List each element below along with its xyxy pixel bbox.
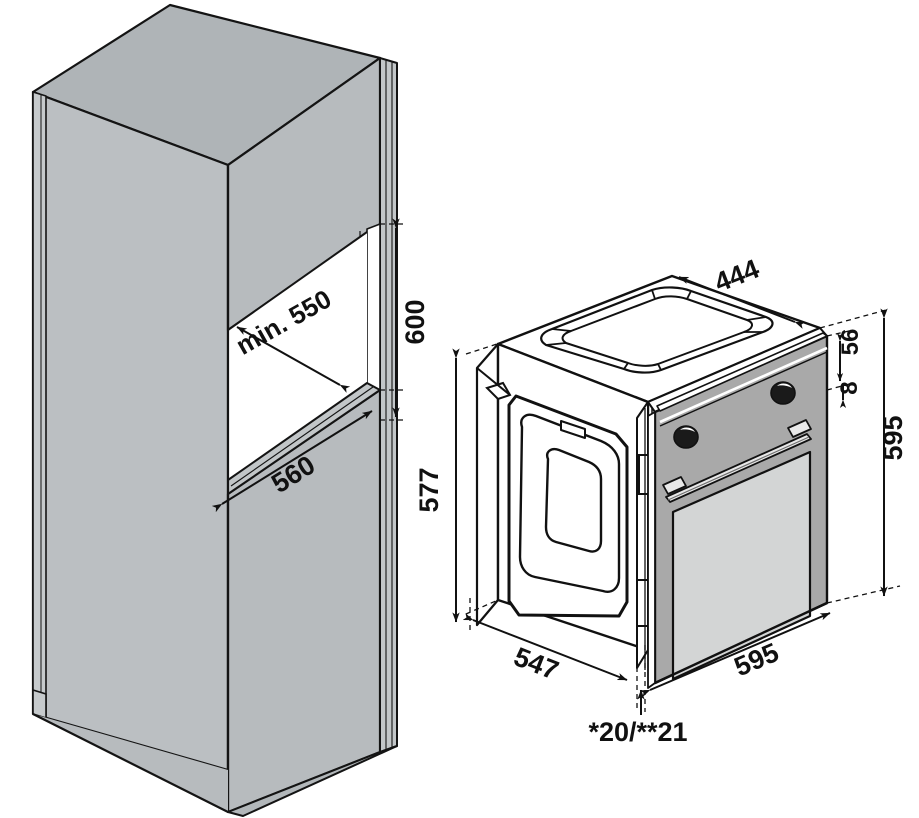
oven-door-handle[interactable] bbox=[662, 419, 812, 503]
cabinet-right-stile bbox=[379, 57, 398, 753]
dimension-oven-body-577: 577 bbox=[414, 343, 499, 623]
dim-label-8: 8 bbox=[836, 381, 863, 394]
oven-door-left-edge bbox=[647, 411, 656, 689]
ext-line-oven-trim-low bbox=[826, 382, 854, 391]
dim-line-547 bbox=[462, 613, 628, 681]
oven-top-recess-rib-7 bbox=[623, 362, 629, 370]
dim-label-56: 56 bbox=[837, 329, 864, 356]
oven-top-recess-rib-1 bbox=[551, 328, 572, 332]
dimension-oven-height-595: 595 bbox=[878, 308, 908, 597]
knob-left-highlight bbox=[680, 427, 695, 432]
dim-line-595-width bbox=[639, 612, 831, 698]
dim-label-577: 577 bbox=[414, 467, 444, 512]
handle-mount-right bbox=[787, 419, 812, 438]
oven-back-plate-inner bbox=[544, 447, 603, 553]
dimension-oven-door-projection: *20/**21 bbox=[588, 640, 688, 747]
ext-line-577-bottom bbox=[465, 599, 499, 615]
handle-bar-shade bbox=[667, 436, 810, 501]
dimension-oven-trim-8: 8 bbox=[836, 381, 863, 408]
knob-right-highlight bbox=[777, 383, 792, 388]
oven-control-knob-left[interactable] bbox=[673, 425, 699, 449]
dim-label-595-height: 595 bbox=[878, 415, 908, 460]
oven-hinge-block-lower bbox=[636, 579, 649, 627]
cabinet-left-side-panel bbox=[31, 90, 230, 772]
dim-line-444 bbox=[678, 276, 806, 329]
cabinet-bottom-right-face bbox=[227, 745, 398, 817]
dim-label-door-projection: *20/**21 bbox=[588, 717, 687, 747]
oven-left-bracket-edge bbox=[476, 367, 511, 396]
oven-control-knob-right[interactable] bbox=[770, 381, 796, 405]
ext-line-577-top bbox=[465, 343, 498, 355]
dim-line-560 bbox=[211, 410, 373, 513]
handle-mount-left bbox=[662, 476, 687, 495]
cabinet-housing-unit bbox=[31, 3, 398, 817]
dimension-niche-height-600: 600 bbox=[380, 218, 430, 421]
dimension-oven-trim-56: 56 bbox=[836, 329, 864, 382]
oven-top-recess-rib-6 bbox=[657, 363, 662, 371]
oven-front-bezel-line-dark bbox=[659, 351, 828, 427]
ext-line-oven-top-right bbox=[819, 309, 887, 329]
oven-back-tab bbox=[560, 420, 586, 439]
dim-label-547: 547 bbox=[510, 641, 563, 685]
cabinet-left-edge-strip bbox=[32, 91, 47, 719]
knob-left-body[interactable] bbox=[673, 425, 699, 449]
built-in-oven bbox=[475, 274, 829, 689]
oven-hinge-column bbox=[636, 401, 649, 669]
dim-line-min550 bbox=[236, 326, 351, 393]
dim-label-600: 600 bbox=[400, 299, 430, 344]
oven-top-recess-rib-2 bbox=[651, 289, 656, 300]
cabinet-niche-top-edge bbox=[227, 231, 368, 331]
cabinet-bottom-left-edge bbox=[32, 713, 229, 813]
oven-front-bezel-line bbox=[659, 346, 828, 424]
knob-right-body[interactable] bbox=[770, 381, 796, 405]
cabinet-niche-right-inner-wall bbox=[366, 223, 381, 396]
ext-line-oven-bottom-right bbox=[826, 585, 901, 604]
dim-label-444: 444 bbox=[710, 254, 763, 298]
oven-top-recess-rib-8 bbox=[545, 342, 567, 346]
